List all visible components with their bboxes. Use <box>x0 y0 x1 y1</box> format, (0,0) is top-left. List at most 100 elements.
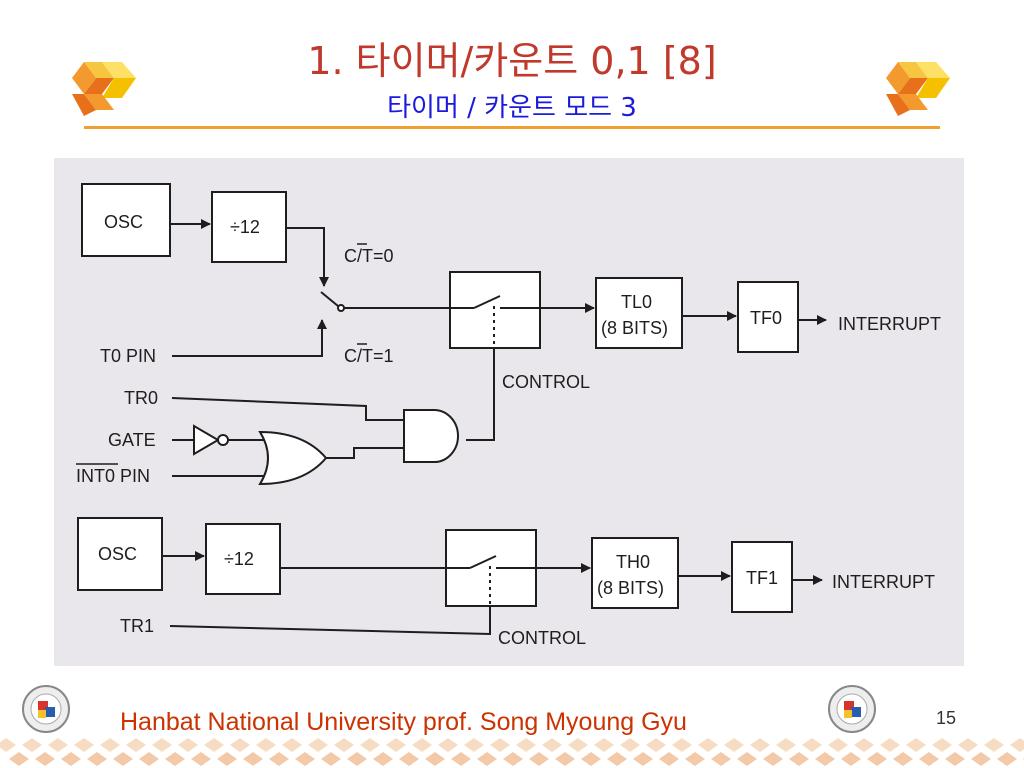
footer-diamond <box>464 738 484 752</box>
title-rule <box>84 126 940 129</box>
footer-diamond <box>48 738 68 752</box>
diagram-canvas: OSC ÷12 C/T=0 C/T=1 T0 PIN TR0 GATE INT0… <box>76 183 941 648</box>
footer-diamond <box>516 738 536 752</box>
divider-box-1 <box>205 523 281 595</box>
tl0-bits-label: (8 BITS) <box>601 318 668 338</box>
footer-diamond <box>412 738 432 752</box>
footer-diamond <box>958 738 978 752</box>
gate-label: GATE <box>108 430 156 450</box>
footer-diamond <box>854 738 874 752</box>
osc-label-0: OSC <box>104 212 143 232</box>
footer-diamond <box>685 752 705 766</box>
footer-diamond <box>867 752 887 766</box>
th0-bits-label: (8 BITS) <box>597 578 664 598</box>
footer-diamond <box>971 752 991 766</box>
tf0-label: TF0 <box>750 308 782 328</box>
slide-title: 1. 타이머/카운트 0,1 [8] <box>307 39 717 83</box>
footer-diamond <box>620 738 640 752</box>
footer-diamond <box>61 752 81 766</box>
osc-box-1 <box>77 517 163 591</box>
footer-diamond <box>22 738 42 752</box>
footer-diamond <box>438 738 458 752</box>
control-label-1: CONTROL <box>498 628 586 648</box>
footer-diamond <box>204 738 224 752</box>
footer-diamond <box>568 738 588 752</box>
footer-diamond <box>35 752 55 766</box>
footer-diamond <box>945 752 965 766</box>
ct0-label: C/T=0 <box>344 246 394 266</box>
footer-diamond <box>477 752 497 766</box>
footer-diamond <box>490 738 510 752</box>
footer-diamond <box>607 752 627 766</box>
footer-diamond <box>672 738 692 752</box>
divider-label-0: ÷12 <box>230 217 260 237</box>
footer-diamond <box>360 738 380 752</box>
footer-diamond <box>113 752 133 766</box>
footer-diamond <box>542 738 562 752</box>
interrupt-label-0: INTERRUPT <box>838 314 941 334</box>
footer-diamond <box>997 752 1017 766</box>
tl0-label: TL0 <box>621 292 652 312</box>
footer-diamond <box>633 752 653 766</box>
interrupt-label-1: INTERRUPT <box>832 572 935 592</box>
footer-diamond <box>503 752 523 766</box>
footer-diamond <box>906 738 926 752</box>
footer-diamond <box>750 738 770 752</box>
footer-credit: Hanbat National University prof. Song My… <box>120 708 687 736</box>
footer-diamond <box>711 752 731 766</box>
footer-diamond <box>243 752 263 766</box>
footer-diamond <box>256 738 276 752</box>
footer-diamond <box>334 738 354 752</box>
tl0-box <box>595 277 683 349</box>
footer-diamond <box>724 738 744 752</box>
footer-diamond <box>880 738 900 752</box>
timer-mode3-diagram: OSC ÷12 C/T=0 C/T=1 T0 PIN TR0 GATE INT0… <box>54 158 964 666</box>
footer-diamond <box>763 752 783 766</box>
ct1-label: C/T=1 <box>344 346 394 366</box>
right-cube-icon <box>886 62 950 116</box>
footer-diamond-pattern <box>0 738 1024 766</box>
footer-diamond <box>789 752 809 766</box>
footer-diamond <box>828 738 848 752</box>
footer-diamond <box>100 738 120 752</box>
footer-diamond <box>399 752 419 766</box>
footer-diamond <box>178 738 198 752</box>
footer-diamond <box>776 738 796 752</box>
footer-diamond <box>0 738 16 752</box>
divider-label-1: ÷12 <box>224 549 254 569</box>
footer-diamond <box>87 752 107 766</box>
footer-diamond <box>646 738 666 752</box>
footer-diamond <box>321 752 341 766</box>
footer-diamond <box>269 752 289 766</box>
tf1-label: TF1 <box>746 568 778 588</box>
footer-diamond <box>802 738 822 752</box>
footer-diamond <box>9 752 29 766</box>
osc-box-0 <box>81 183 171 257</box>
th0-box <box>591 537 679 609</box>
footer-diamond <box>295 752 315 766</box>
footer-diamond <box>529 752 549 766</box>
footer-diamond <box>919 752 939 766</box>
footer-diamond <box>581 752 601 766</box>
footer-diamond <box>451 752 471 766</box>
t0-pin-label: T0 PIN <box>100 346 156 366</box>
footer-diamond <box>282 738 302 752</box>
tr1-label: TR1 <box>120 616 154 636</box>
footer-diamond <box>373 752 393 766</box>
footer-diamond <box>841 752 861 766</box>
footer-diamond <box>984 738 1004 752</box>
footer-diamond <box>152 738 172 752</box>
university-logo-left <box>22 685 70 733</box>
footer-diamond <box>191 752 211 766</box>
slide-subtitle: 타이머 / 카운트 모드 3 <box>387 93 637 123</box>
footer-diamond <box>386 738 406 752</box>
footer-diamond <box>932 738 952 752</box>
tf1-box <box>731 541 793 613</box>
footer-diamond <box>347 752 367 766</box>
footer-diamond <box>815 752 835 766</box>
footer-diamond <box>1010 738 1024 752</box>
footer-diamond <box>425 752 445 766</box>
footer-diamond <box>737 752 757 766</box>
footer-diamond <box>555 752 575 766</box>
footer-diamond <box>74 738 94 752</box>
